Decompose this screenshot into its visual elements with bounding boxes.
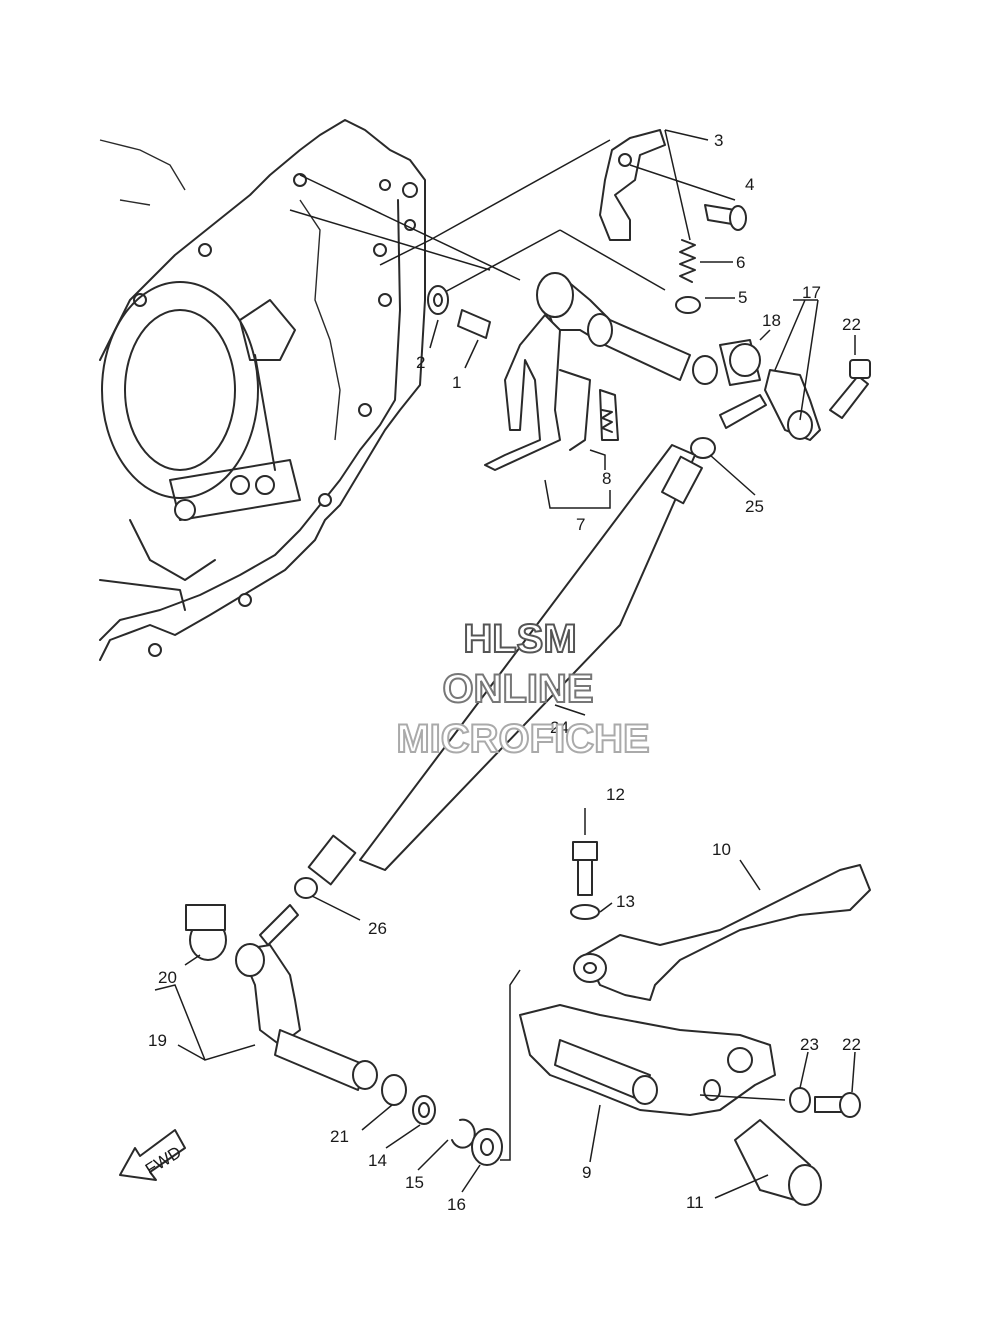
watermark: HLSM ONLINE MICROFICHE <box>395 616 650 762</box>
shift-lever-assembly <box>185 841 871 1206</box>
leader-lines <box>154 129 856 1199</box>
callout-14: 14 <box>368 1151 387 1170</box>
callout-3: 3 <box>714 131 723 150</box>
callout-6: 6 <box>736 253 745 272</box>
callout-22-lower: 22 <box>842 1035 861 1054</box>
callout-20: 20 <box>158 968 177 987</box>
callout-23: 23 <box>800 1035 819 1054</box>
crankcase-cover <box>99 119 426 661</box>
callout-4: 4 <box>745 175 754 194</box>
watermark-line3: MICROFICHE <box>396 717 649 761</box>
callout-13: 13 <box>616 892 635 911</box>
callout-10: 10 <box>712 840 731 859</box>
callout-22-upper: 22 <box>842 315 861 334</box>
callout-12: 12 <box>606 785 625 804</box>
callout-16: 16 <box>447 1195 466 1214</box>
callout-8: 8 <box>602 469 611 488</box>
watermark-line1: HLSM <box>463 617 576 661</box>
callout-24: 24 <box>550 718 569 737</box>
callout-1: 1 <box>452 373 461 392</box>
callout-11: 11 <box>686 1193 704 1212</box>
shift-shaft-assembly <box>289 129 871 471</box>
callout-9: 9 <box>582 1163 591 1182</box>
callout-15: 15 <box>405 1173 424 1192</box>
fwd-direction-arrow: FWD <box>119 1129 186 1181</box>
watermark-line2: ONLINE <box>442 667 593 711</box>
shift-rod <box>294 444 703 899</box>
callout-7: 7 <box>576 515 585 534</box>
callout-25: 25 <box>745 497 764 516</box>
callout-2: 2 <box>416 353 425 372</box>
callout-labels: 1 2 3 4 5 6 7 8 9 10 11 12 13 14 15 16 1… <box>148 131 861 1214</box>
callout-19: 19 <box>148 1031 167 1050</box>
callout-18: 18 <box>762 311 781 330</box>
callout-17: 17 <box>802 283 821 302</box>
callout-26: 26 <box>368 919 387 938</box>
callout-21: 21 <box>330 1127 349 1146</box>
callout-5: 5 <box>738 288 747 307</box>
